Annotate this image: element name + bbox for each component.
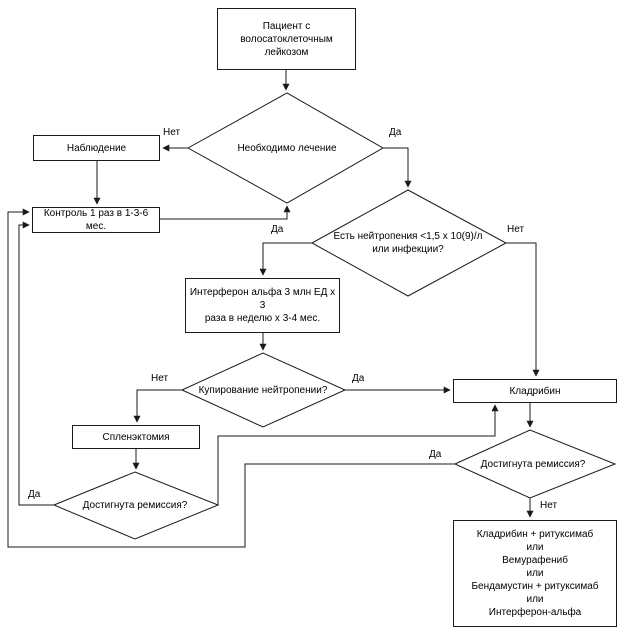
node-second-line-options: Кладрибин + ритуксимаб или Вемурафениб и…: [453, 520, 617, 627]
edge-neutropenia-yes-to-interferon: [259, 242, 312, 276]
edge-remission-left-to-cladribine: [217, 404, 499, 505]
node-patient: Пациент с волосатоклеточным лейкозом: [217, 8, 356, 70]
node-splenectomy: Спленэктомия: [72, 425, 200, 449]
diamond-remission-right: [453, 429, 617, 499]
edge-remission-left-yes-to-control: [18, 221, 54, 506]
edge-neutropenia-no-to-cladribine: [506, 242, 540, 377]
diamond-need-treatment: [186, 92, 385, 204]
node-control: Контроль 1 раз в 1-3-6 мес.: [32, 207, 160, 233]
edge-need-treatment-yes-to-neutropenia: [383, 147, 412, 188]
node-interferon: Интерферон альфа 3 млн ЕД х 3 раза в нед…: [185, 278, 340, 333]
diamond-remission-left: [52, 471, 220, 540]
edge-control-to-need-treatment: [160, 205, 291, 220]
node-observation: Наблюдение: [33, 135, 160, 161]
diamond-neutropenia: [310, 189, 508, 297]
edge-relief-no-to-splenectomy: [133, 389, 182, 423]
node-cladribine: Кладрибин: [453, 379, 617, 403]
diamond-neutropenia-relief: [180, 352, 347, 428]
edge-remission-right-yes-to-control: [7, 208, 455, 548]
